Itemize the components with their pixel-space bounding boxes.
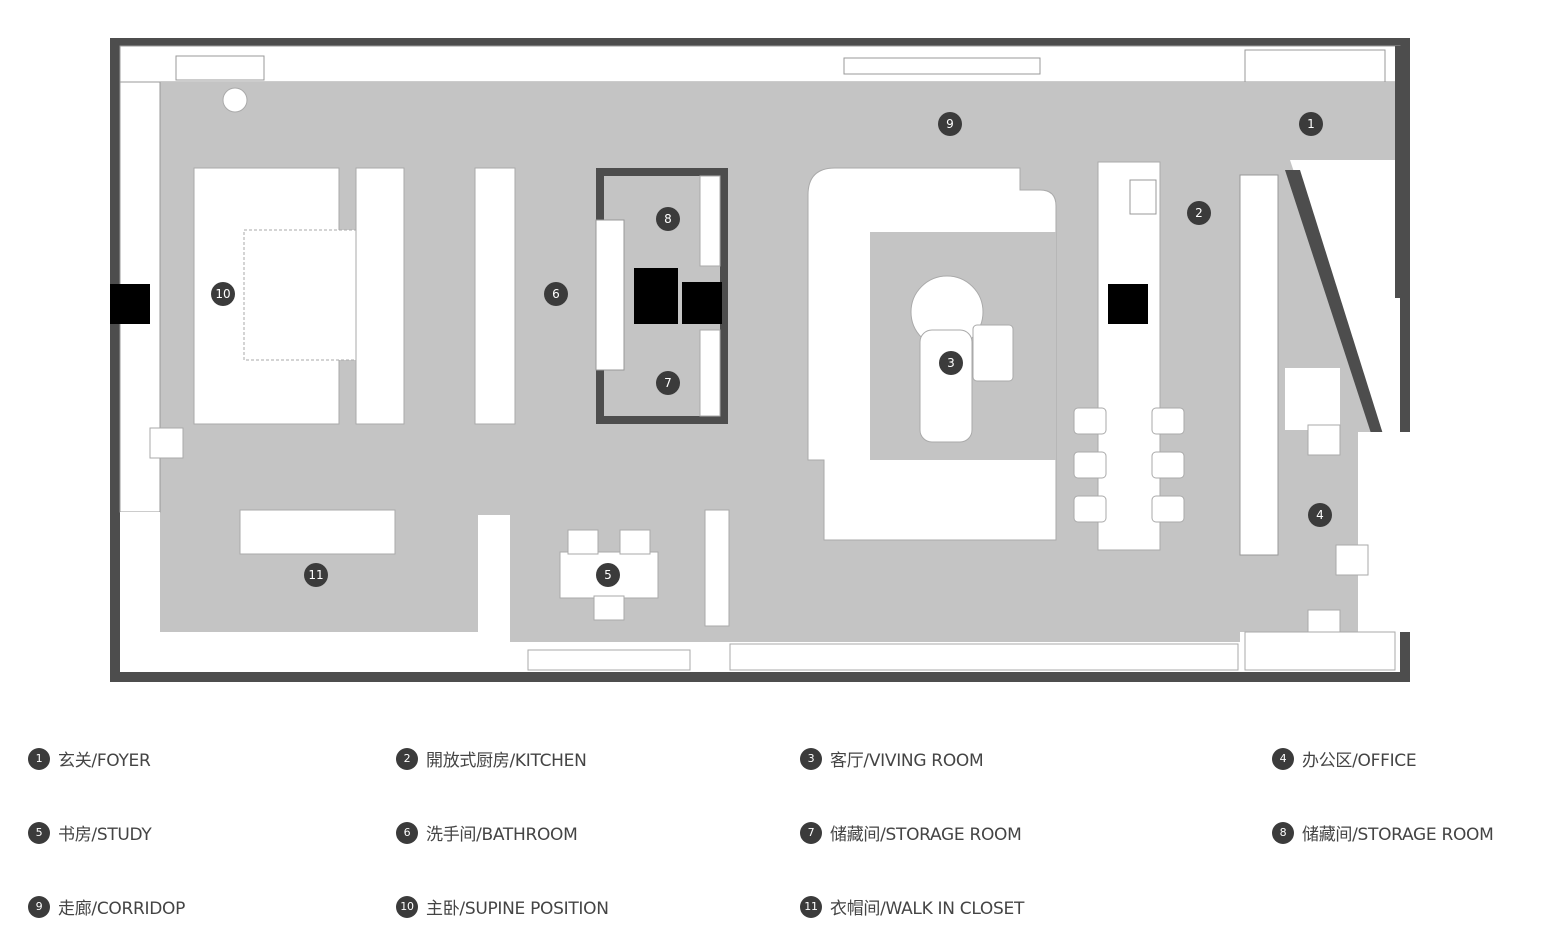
bottom-cabinet	[1244, 631, 1396, 671]
side-table	[972, 324, 1014, 382]
room-marker-10-label: 10	[215, 287, 230, 301]
legend-item-walk-in-closet: 11 衣帽间/WALK IN CLOSET	[800, 894, 1024, 919]
closet-room-bottom	[120, 632, 510, 672]
office-desk-area	[1358, 432, 1410, 632]
closet-bench	[239, 509, 396, 555]
legend-item-living-room: 3 客厅/VIVING ROOM	[800, 746, 984, 771]
stool	[149, 427, 184, 459]
legend-label: 走廊/CORRIDOP	[58, 899, 186, 919]
room-marker-10	[211, 282, 235, 306]
room-marker-9	[938, 112, 962, 136]
legend-badge: 1	[28, 747, 50, 770]
legend-badge: 2	[396, 747, 418, 770]
legend-label: 主卧/SUPINE POSITION	[426, 899, 609, 919]
room-marker-8	[656, 207, 680, 231]
room-marker-11-label: 11	[308, 568, 323, 582]
legend-item-office: 4 办公区/OFFICE	[1272, 746, 1417, 771]
top-window-band	[119, 45, 1401, 83]
cooktop-block	[1108, 284, 1148, 324]
legend-badge: 6	[396, 821, 418, 844]
kitchen-island	[1097, 161, 1161, 551]
legend-item-storage-8: 8 储藏间/STORAGE ROOM	[1272, 820, 1494, 845]
bar-stool	[1151, 495, 1185, 523]
room-marker-2	[1187, 201, 1211, 225]
bottom-cabinet	[527, 649, 691, 671]
core-block	[682, 282, 722, 324]
legend-item-corridor: 9 走廊/CORRIDOP	[28, 894, 185, 919]
legend-label: 书房/STUDY	[58, 825, 152, 845]
study-right-room	[478, 515, 510, 635]
office-side-block	[1285, 368, 1340, 430]
legend-item-study: 5 书房/STUDY	[28, 820, 152, 845]
window-frame	[1244, 49, 1386, 83]
room-marker-6-label: 6	[552, 287, 560, 301]
room-marker-4-label: 4	[1316, 508, 1324, 522]
office-panel	[1239, 174, 1279, 556]
legend-item-kitchen: 2 開放式厨房/KITCHEN	[396, 746, 587, 771]
legend-badge: 11	[800, 895, 822, 918]
office-chair	[1335, 544, 1369, 576]
sink	[1129, 179, 1157, 215]
bath-cabinet	[474, 167, 516, 425]
study-chair	[593, 595, 625, 621]
room-marker-3	[939, 351, 963, 375]
legend-badge: 5	[28, 821, 50, 844]
study-chair	[619, 529, 651, 555]
room-marker-5-label: 5	[604, 568, 612, 582]
room-marker-7	[656, 371, 680, 395]
legend-item-bathroom: 6 洗手间/BATHROOM	[396, 820, 578, 845]
room-marker-11	[304, 563, 328, 587]
legend-label: 玄关/FOYER	[58, 751, 151, 771]
legend-badge: 9	[28, 895, 50, 918]
bar-stool	[1073, 495, 1107, 523]
core-block	[634, 268, 678, 324]
floor-plan: 1 2 3 4 5 6 7 8 9 10 11	[110, 38, 1410, 682]
room-marker-7-label: 7	[664, 376, 672, 390]
legend-badge: 4	[1272, 747, 1294, 770]
office-chair	[1307, 424, 1341, 456]
legend-badge: 3	[800, 747, 822, 770]
legend-badge: 8	[1272, 821, 1294, 844]
storage-8-shelf	[699, 175, 721, 267]
legend-label: 客厅/VIVING ROOM	[830, 751, 984, 771]
room-marker-6	[544, 282, 568, 306]
left-wall-block	[110, 284, 150, 324]
legend-label: 办公区/OFFICE	[1302, 751, 1417, 771]
study-shelf	[704, 509, 730, 627]
bed-side-cabinet	[355, 167, 405, 425]
room-marker-1-label: 1	[1307, 117, 1315, 131]
room-markers: 1 2 3 4 5 6 7 8 9 10 11	[211, 112, 1332, 587]
study-chair	[567, 529, 599, 555]
room-marker-3-label: 3	[947, 356, 955, 370]
legend-badge: 7	[800, 821, 822, 844]
legend-item-storage-7: 7 储藏间/STORAGE ROOM	[800, 820, 1022, 845]
sink-counter	[595, 219, 625, 371]
bar-stool	[1073, 407, 1107, 435]
bottom-cabinet	[729, 643, 1239, 671]
round-lamp	[222, 87, 248, 113]
bar-stool	[1151, 451, 1185, 479]
legend-label: 储藏间/STORAGE ROOM	[1302, 825, 1494, 845]
storage-7-shelf	[699, 329, 721, 417]
legend-label: 洗手间/BATHROOM	[426, 825, 578, 845]
lounge-chair	[919, 329, 973, 443]
window-frame	[175, 55, 265, 81]
room-marker-4	[1308, 503, 1332, 527]
legend-label: 衣帽间/WALK IN CLOSET	[830, 899, 1025, 919]
window-frame	[843, 57, 1041, 75]
bar-stool	[1151, 407, 1185, 435]
room-marker-1	[1299, 112, 1323, 136]
room-marker-9-label: 9	[946, 117, 954, 131]
legend-label: 储藏间/STORAGE ROOM	[830, 825, 1022, 845]
wall-pillar	[1395, 46, 1407, 298]
legend-label: 開放式厨房/KITCHEN	[426, 751, 587, 771]
legend-badge: 10	[396, 895, 418, 918]
room-marker-5	[596, 563, 620, 587]
legend-item-master-bedroom: 10 主卧/SUPINE POSITION	[396, 894, 609, 919]
legend-item-foyer: 1 玄关/FOYER	[28, 746, 151, 771]
bar-stool	[1073, 451, 1107, 479]
room-marker-2-label: 2	[1195, 206, 1203, 220]
room-marker-8-label: 8	[664, 212, 672, 226]
